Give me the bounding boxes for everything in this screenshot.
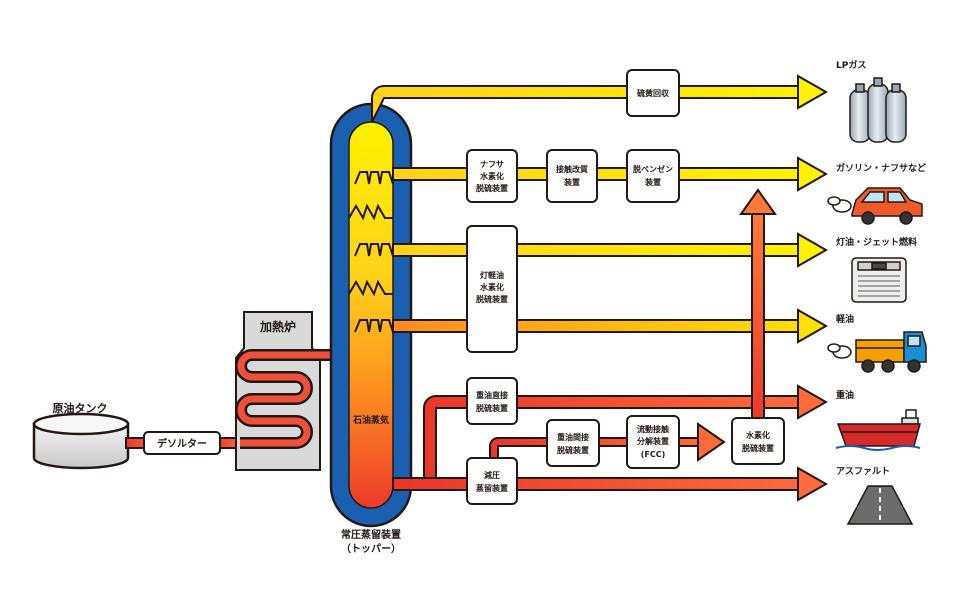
- pipe-kerosene: [392, 243, 801, 257]
- furnace-coil: [237, 351, 340, 447]
- naphtha-hdt-line2: 水素化: [479, 171, 504, 181]
- indirect-desulf-unit: 重油間接 脱硫装置: [546, 419, 600, 467]
- fcc-line3: (FCC): [641, 450, 666, 459]
- desalter-label: デソルター: [157, 437, 207, 450]
- naphtha-hdt-unit: ナフサ 水素化 脱硫装置: [466, 149, 518, 203]
- hydro-desulf-unit: 水素化 脱硫装置: [731, 417, 785, 465]
- desalter: デソルター: [143, 431, 221, 455]
- direct-desulf-unit: 重油直接 脱硫装置: [466, 377, 518, 425]
- indirect-desulf-line2: 脱硫装置: [557, 445, 589, 455]
- naphtha-hdt-line1: ナフサ: [480, 160, 504, 169]
- petroleum-vapor-label: 石油蒸気: [352, 414, 389, 426]
- topper-column: 石油蒸気 常圧蒸留装置 （トッパー）: [329, 102, 413, 555]
- product-gasoline-label: ガソリン・ナフサなど: [836, 162, 926, 174]
- vacuum-line1: 減圧: [484, 470, 500, 480]
- reformer-line2: 装置: [563, 177, 580, 187]
- pipe-asphalt: [392, 477, 801, 491]
- truck-icon: [827, 331, 927, 373]
- pipe-lpg: [371, 85, 801, 123]
- gas-cylinders-icon: [849, 77, 907, 143]
- topper-label: 常圧蒸留装置: [341, 528, 401, 541]
- fcc-line1: 流動接触: [637, 424, 669, 434]
- pipe-hydro-riser: [751, 211, 765, 433]
- column-trays: [348, 171, 394, 333]
- crude-tank-label: 原油タンク: [53, 401, 108, 415]
- kerosene-hdt-line1: 灯軽油: [480, 270, 504, 280]
- arrow-heavy-oil: [797, 384, 829, 420]
- vacuum-distill-unit: 減圧 蒸留装置: [466, 457, 518, 505]
- hydro-desulf-line1: 水素化: [745, 430, 770, 440]
- arrow-lpg: [797, 74, 829, 110]
- kerosene-heater-icon: [851, 257, 907, 303]
- pipe-diesel: [392, 319, 801, 333]
- topper-sublabel: （トッパー）: [341, 542, 401, 555]
- sulfur-recovery-label: 硫黄回収: [637, 88, 670, 98]
- arrow-diesel: [797, 308, 829, 344]
- direct-desulf-line2: 脱硫装置: [476, 403, 508, 413]
- vacuum-line2: 蒸留装置: [476, 483, 508, 493]
- sulfur-recovery-unit: 硫黄回収: [626, 69, 680, 117]
- debenzene-line1: 脱ベンゼン: [633, 164, 673, 174]
- product-kerosene-label: 灯油・ジェット燃料: [836, 236, 917, 248]
- product-lpg-label: LPガス: [836, 59, 866, 71]
- reformer-line1: 接触改質: [556, 164, 588, 174]
- fcc-line2: 分解装置: [637, 436, 669, 446]
- debenzene-unit: 脱ベンゼン 装置: [626, 149, 680, 203]
- naphtha-hdt-line3: 脱硫装置: [476, 183, 508, 193]
- arrow-asphalt: [797, 466, 829, 502]
- road-icon: [846, 485, 914, 525]
- indirect-desulf-line1: 重油間接: [557, 432, 589, 442]
- arrow-kerosene: [797, 232, 829, 268]
- product-diesel-label: 軽油: [836, 313, 854, 325]
- arrow-gasoline: [797, 156, 829, 192]
- arrow-fcc: [697, 422, 726, 462]
- kerosene-hdt-line2: 水素化: [479, 282, 504, 292]
- debenzene-line2: 装置: [644, 177, 661, 187]
- kerosene-gasoil-hdt-unit: 灯軽油 水素化 脱硫装置: [466, 225, 518, 353]
- car-icon: [827, 187, 923, 225]
- catalytic-reformer-unit: 接触改質 装置: [546, 149, 598, 203]
- direct-desulf-line1: 重油直接: [476, 390, 508, 400]
- product-heavy-oil-label: 重油: [836, 389, 854, 401]
- hydro-desulf-line2: 脱硫装置: [742, 443, 774, 453]
- crude-tank: 原油タンク: [32, 401, 130, 470]
- fcc-unit: 流動接触 分解装置 (FCC): [626, 415, 680, 469]
- kerosene-hdt-line3: 脱硫装置: [476, 294, 508, 304]
- tanker-ship-icon: [835, 409, 921, 451]
- arrow-riser: [739, 188, 777, 215]
- furnace: 加熱炉: [235, 311, 340, 471]
- product-asphalt-label: アスファルト: [836, 466, 890, 477]
- furnace-label: 加熱炉: [259, 319, 296, 334]
